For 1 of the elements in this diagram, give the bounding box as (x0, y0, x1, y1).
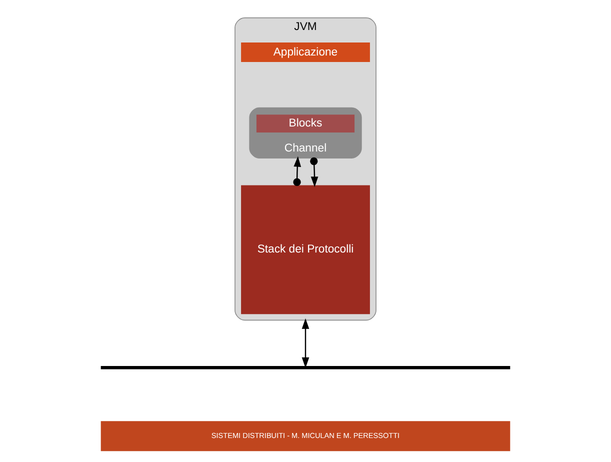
label: SISTEMI DISTRIBUITI - M. MICULAN E M. PERESSOTTI (211, 430, 400, 440)
